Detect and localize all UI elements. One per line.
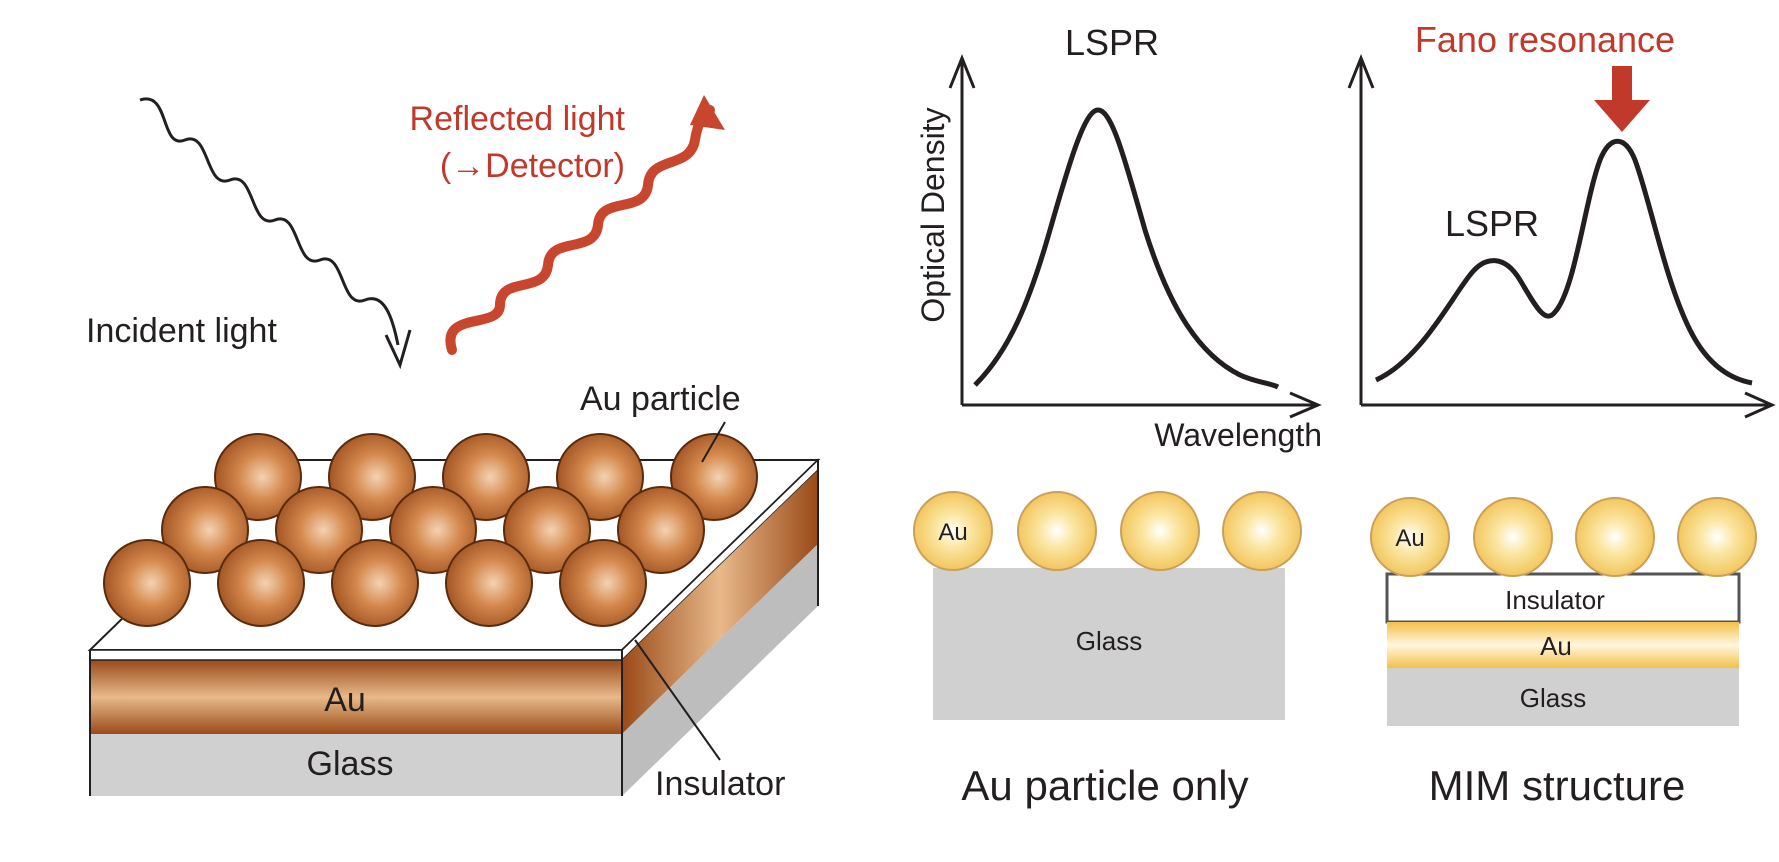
mim-au-layer	[1387, 622, 1739, 668]
mim-insulator-label: Insulator	[1505, 585, 1605, 615]
x-axis-arrowhead	[1744, 391, 1776, 419]
lspr-graph: LSPR Optical Density Wavelength	[915, 22, 1322, 453]
au-particle	[214, 433, 302, 521]
au-sphere-label: Au	[938, 519, 967, 546]
particle-only-structure: Au Glass Au particle only	[913, 491, 1302, 809]
reflected-arrowhead	[690, 95, 725, 130]
reflected-light-wave	[445, 105, 715, 355]
au-layer-front	[90, 660, 622, 734]
au-sphere	[1473, 497, 1553, 577]
insulator-leader	[634, 639, 721, 761]
glass-label: Glass	[1076, 626, 1142, 656]
au-sphere	[1370, 497, 1450, 577]
reflected-label-line1: Reflected light	[410, 100, 626, 138]
au-particle	[617, 486, 705, 574]
au-particle	[389, 486, 477, 574]
au-particle	[275, 486, 363, 574]
au-particle	[103, 539, 191, 627]
fano-lspr-label: LSPR	[1445, 203, 1539, 244]
au-sphere	[1222, 491, 1302, 571]
glass-substrate	[933, 568, 1285, 720]
mim-au-spheres	[1370, 497, 1757, 577]
fano-curve	[1374, 138, 1753, 386]
fano-graph: Fano resonance LSPR	[1347, 19, 1776, 419]
au-layer-label: Au	[324, 681, 366, 719]
mim-structure: Au Insulator Au Glass MIM structure	[1370, 497, 1757, 809]
au-particle	[503, 486, 591, 574]
glass-layer-front	[90, 734, 622, 796]
mim-glass-label: Glass	[1520, 683, 1586, 713]
insulator-label: Insulator	[655, 765, 785, 803]
incident-light: Incident light	[86, 97, 412, 370]
incident-light-wave	[139, 97, 400, 346]
au-particle	[217, 539, 305, 627]
x-axis-label: Wavelength	[1154, 417, 1322, 453]
x-axis-arrowhead	[1289, 391, 1322, 419]
au-particle	[556, 433, 644, 521]
au-sphere	[913, 491, 993, 571]
y-axis-arrowhead	[948, 53, 976, 89]
substrate-schematic: Au Glass Insulator Au particle	[87, 380, 821, 803]
au-particle	[445, 539, 533, 627]
au-layer-side	[622, 470, 818, 734]
particle-only-caption: Au particle only	[961, 762, 1248, 809]
au-particle	[442, 433, 530, 521]
au-particle	[670, 433, 758, 521]
au-particle-label: Au particle	[580, 380, 741, 418]
fano-arrow	[1594, 66, 1650, 132]
mim-glass-layer	[1387, 668, 1739, 726]
y-axis-label: Optical Density	[915, 107, 951, 322]
lspr-graph-title: LSPR	[1065, 22, 1159, 63]
au-particles	[103, 433, 758, 627]
insulator-front-strip	[89, 649, 623, 661]
au-particle	[559, 539, 647, 627]
mim-au-label: Au	[1540, 631, 1572, 661]
y-axis-arrowhead	[1347, 53, 1375, 89]
glass-layer-side	[622, 544, 818, 796]
incident-arrowhead	[384, 329, 412, 370]
au-particle-leader	[701, 421, 726, 463]
glass-layer-label: Glass	[307, 745, 394, 783]
au-particle	[331, 539, 419, 627]
au-sphere	[1120, 491, 1200, 571]
reflected-light: Reflected light (→Detector)	[410, 95, 725, 355]
fano-graph-title: Fano resonance	[1415, 19, 1675, 60]
au-sphere	[1017, 491, 1097, 571]
lspr-curve	[973, 107, 1280, 390]
au-spheres	[913, 491, 1302, 571]
au-sphere	[1575, 497, 1655, 577]
mim-insulator-layer	[1385, 572, 1741, 624]
au-particle	[161, 486, 249, 574]
mim-caption: MIM structure	[1429, 762, 1686, 809]
reflected-label-line2: (→Detector)	[440, 147, 625, 185]
incident-light-label: Incident light	[86, 312, 277, 350]
mim-au-sphere-label: Au	[1395, 525, 1424, 552]
au-particle	[328, 433, 416, 521]
au-sphere	[1677, 497, 1757, 577]
